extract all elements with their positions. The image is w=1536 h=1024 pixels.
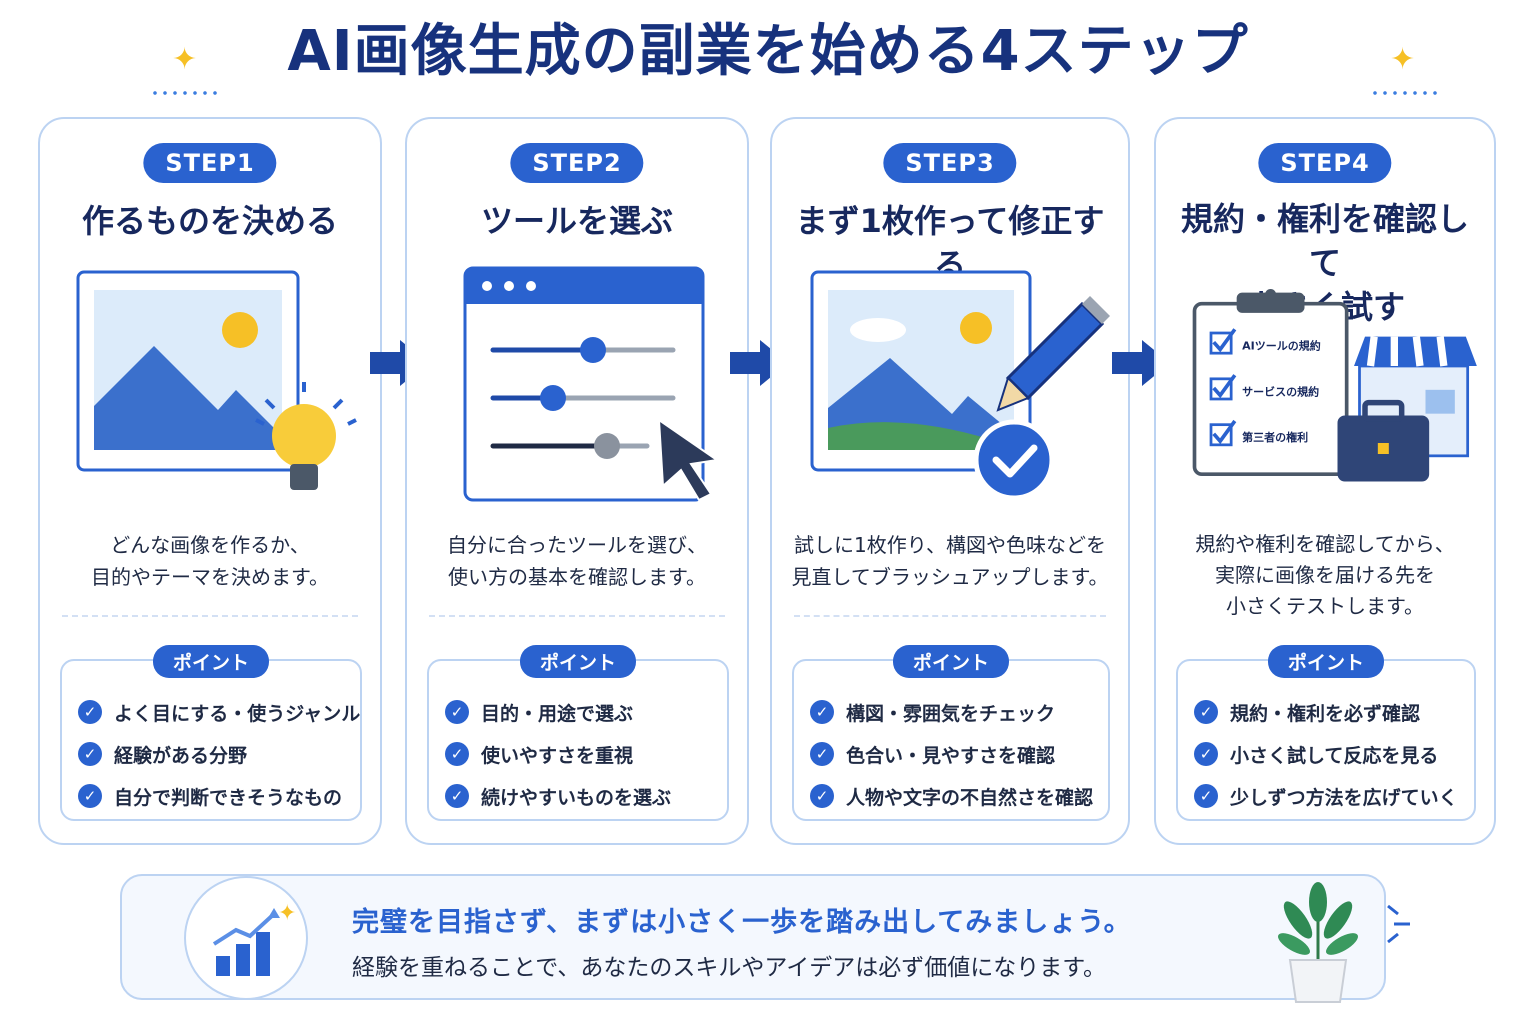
- check-icon: ✓: [78, 784, 102, 808]
- check-icon: ✓: [1194, 784, 1218, 808]
- decorative-dots: [150, 90, 222, 96]
- step-description: 自分に合ったツールを選び、 使い方の基本を確認します。: [447, 533, 707, 589]
- point-list: ✓目的・用途で選ぶ ✓使いやすさを重視 ✓続けやすいものを選ぶ: [445, 691, 721, 817]
- step-card-1: STEP1 作るものを決める どんな画像を作るか、 目的やテーマを決めます。 ポ…: [38, 117, 382, 845]
- point-label: ポイント: [519, 645, 637, 678]
- step-badge: STEP1: [143, 143, 277, 183]
- point-box: ポイント ✓構図・雰囲気をチェック ✓色合い・見やすさを確認 ✓人物や文字の不自…: [792, 645, 1110, 821]
- point-item: ✓続けやすいものを選ぶ: [445, 775, 721, 817]
- point-label: ポイント: [152, 645, 270, 678]
- step-badge: STEP4: [1258, 143, 1392, 183]
- check-icon: ✓: [445, 742, 469, 766]
- point-item: ✓少しずつ方法を広げていく: [1194, 775, 1468, 817]
- image-idea-illustration: [76, 270, 357, 490]
- checkmark-icon: [973, 419, 1055, 501]
- check-icon: ✓: [810, 742, 834, 766]
- point-box: ポイント ✓規約・権利を必ず確認 ✓小さく試して反応を見る ✓少しずつ方法を広げ…: [1176, 645, 1476, 821]
- sparkle-lines-icon: [1387, 904, 1410, 944]
- step-description: 試しに1枚作り、構図や色味などを 見直してブラッシュアップします。: [791, 533, 1109, 589]
- point-item: ✓規約・権利を必ず確認: [1194, 691, 1468, 733]
- checkbox-icon: [1209, 328, 1237, 447]
- divider: [794, 615, 1106, 617]
- briefcase-icon: [1337, 399, 1430, 482]
- step-description: 規約や権利を確認してから、 実際に画像を届ける先を 小さくテストします。: [1195, 532, 1455, 618]
- check-icon: ✓: [445, 784, 469, 808]
- pencil-icon: [996, 296, 1110, 412]
- growth-chart-icon: ✦: [184, 876, 308, 1000]
- page-title: AI画像生成の副業を始める4ステップ: [287, 19, 1249, 84]
- banner-headline: 完璧を目指さず、まずは小さく一歩を踏み出してみましょう。: [352, 907, 1132, 938]
- point-item: ✓よく目にする・使うジャンル: [78, 691, 360, 733]
- edit-image-illustration: [810, 270, 1110, 501]
- point-list: ✓よく目にする・使うジャンル ✓経験がある分野 ✓自分で判断できそうなもの: [78, 691, 360, 817]
- check-icon: ✓: [810, 784, 834, 808]
- slider-icon: [490, 337, 676, 459]
- svg-text:✦: ✦: [278, 901, 296, 926]
- check-icon: ✓: [1194, 700, 1218, 724]
- decorative-dots: [1370, 90, 1442, 96]
- page-header: ✦ AI画像生成の副業を始める4ステップ ✦: [0, 14, 1536, 96]
- step-card-2: STEP2 ツールを選ぶ 自分に合ったツールを選び、 使い方の基本を確認します。…: [405, 117, 749, 845]
- terms-check-illustration: AIツールの規約 サービスの規約 第三者の権利: [1192, 289, 1477, 482]
- checklist-item: 第三者の権利: [1242, 430, 1308, 444]
- step-heading: ツールを選ぶ: [480, 202, 673, 240]
- lightbulb-icon: [255, 382, 357, 490]
- point-box: ポイント ✓目的・用途で選ぶ ✓使いやすさを重視 ✓続けやすいものを選ぶ: [427, 645, 729, 821]
- storefront-icon: [1354, 336, 1477, 458]
- check-icon: ✓: [78, 700, 102, 724]
- point-list: ✓構図・雰囲気をチェック ✓色合い・見やすさを確認 ✓人物や文字の不自然さを確認: [810, 691, 1102, 817]
- step-badge: STEP3: [883, 143, 1017, 183]
- point-list: ✓規約・権利を必ず確認 ✓小さく試して反応を見る ✓少しずつ方法を広げていく: [1194, 691, 1468, 817]
- checklist-item: AIツールの規約: [1242, 339, 1321, 353]
- check-icon: ✓: [78, 742, 102, 766]
- point-item: ✓使いやすさを重視: [445, 733, 721, 775]
- point-box: ポイント ✓よく目にする・使うジャンル ✓経験がある分野 ✓自分で判断できそうな…: [60, 645, 362, 821]
- check-icon: ✓: [1194, 742, 1218, 766]
- point-item: ✓人物や文字の不自然さを確認: [810, 775, 1102, 817]
- tool-settings-illustration: [463, 266, 720, 502]
- point-label: ポイント: [892, 645, 1010, 678]
- point-item: ✓目的・用途で選ぶ: [445, 691, 721, 733]
- encouragement-banner: ✦ 完璧を目指さず、まずは小さく一歩を踏み出してみましょう。 経験を重ねることで…: [120, 874, 1410, 1003]
- step-badge: STEP2: [510, 143, 644, 183]
- step-description: どんな画像を作るか、 目的やテーマを決めます。: [91, 533, 329, 589]
- checklist-item: サービスの規約: [1242, 384, 1319, 398]
- check-icon: ✓: [810, 700, 834, 724]
- step-card-3: STEP3 まず1枚作って修正する 試しに1枚作り、構図や色味などを 見直してブ…: [770, 117, 1130, 845]
- point-item: ✓小さく試して反応を見る: [1194, 733, 1468, 775]
- point-item: ✓自分で判断できそうなもの: [78, 775, 354, 817]
- cursor-icon: [657, 418, 720, 502]
- banner-subtext: 経験を重ねることで、あなたのスキルやアイデアは必ず価値になります。: [352, 955, 1106, 981]
- divider: [62, 615, 358, 617]
- step-card-4: STEP4 規約・権利を確認して 小さく試す AIツールの規約 サービスの規約 …: [1154, 117, 1496, 845]
- step-heading: 作るものを決める: [81, 202, 338, 240]
- sparkle-icon: ✦: [172, 42, 198, 77]
- plant-icon: [1278, 882, 1358, 1003]
- point-item: ✓経験がある分野: [78, 733, 354, 775]
- divider: [429, 615, 725, 617]
- point-label: ポイント: [1267, 645, 1385, 678]
- point-item: ✓構図・雰囲気をチェック: [810, 691, 1102, 733]
- point-item: ✓色合い・見やすさを確認: [810, 733, 1102, 775]
- check-icon: ✓: [445, 700, 469, 724]
- sparkle-icon: ✦: [1390, 42, 1416, 77]
